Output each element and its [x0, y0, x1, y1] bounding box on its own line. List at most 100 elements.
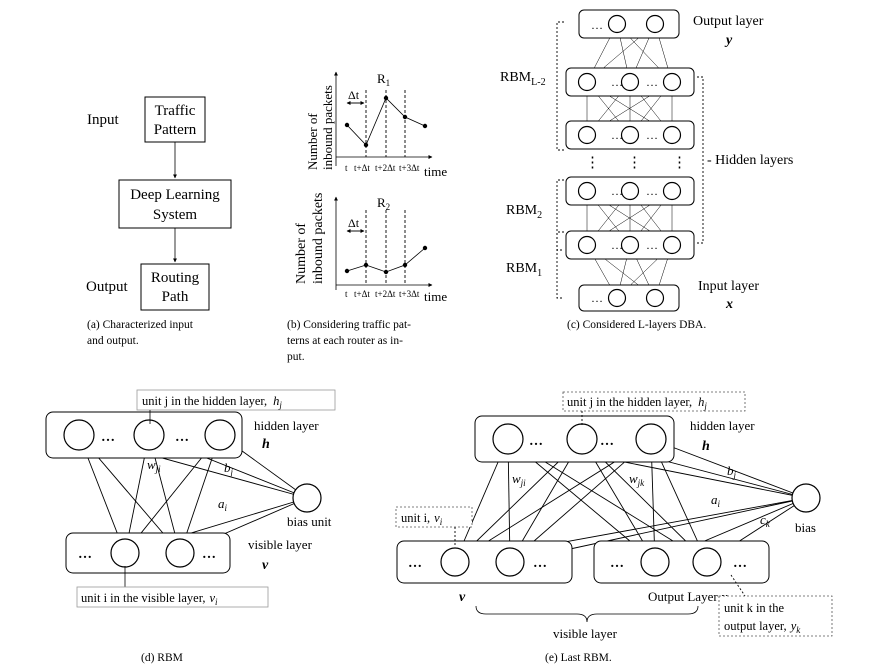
e-hidden-var: h	[702, 439, 710, 454]
d-a-label: ai	[218, 496, 228, 513]
panel-b: Number of inbound packets Δt R1 t t+Δt t…	[287, 71, 447, 363]
b1-router-label: R1	[377, 71, 390, 88]
e-output-layer-label: Output Layery	[648, 589, 728, 604]
routing-path-line2: Path	[162, 289, 189, 305]
panel-a: Input Traffic Pattern Deep Learning Syst…	[86, 96, 232, 347]
c-bracket-rbm-top	[556, 21, 564, 151]
d-hidden-unit-0	[63, 419, 95, 451]
c-dots-h2: …	[611, 128, 623, 142]
c-unit-h1-2	[662, 72, 682, 92]
c-output-layer-label: Output layer	[693, 14, 764, 29]
panel-e: … … … … … … unit j in the hidden layer,h…	[395, 391, 833, 664]
e-a-label: ai	[711, 492, 721, 509]
e-bias-label: bias	[795, 520, 816, 535]
b2-point-5	[422, 245, 428, 251]
c-unit-h1-0	[577, 72, 597, 92]
b1-point-2	[363, 142, 369, 148]
e-visible-unit-0	[440, 547, 470, 577]
c-unit-out-0	[607, 14, 627, 34]
c-unit-in-1	[645, 288, 665, 308]
caption-a-1: (a) Characterized input	[87, 319, 194, 331]
c-unit-h3-2	[662, 181, 682, 201]
d-bias-label: bias unit	[287, 514, 332, 529]
e-unit-k-text-1: unit k in the	[724, 601, 785, 615]
c-vdots-1: ⋮	[585, 155, 600, 171]
b2-ylabel-line1: Number of	[294, 223, 309, 284]
b1-point-4	[402, 114, 408, 120]
d-hidden-unit-1	[133, 419, 165, 451]
c-unit-out-1	[645, 14, 665, 34]
b2-tick-4: t+3Δt	[399, 289, 420, 299]
b1-xlabel: time	[424, 164, 447, 179]
routing-path-line1: Routing	[151, 270, 200, 286]
b1-tick-1: t	[345, 163, 348, 173]
e-y-dots-2: …	[733, 556, 747, 571]
c-vdots-2: ⋮	[627, 155, 642, 171]
e-hidden-unit-1	[566, 423, 598, 455]
b1-tick-4: t+3Δt	[399, 163, 420, 173]
e-wji-label: wji	[512, 471, 526, 488]
b1-point-3	[383, 95, 389, 101]
c-unit-h4-2	[662, 235, 682, 255]
c-hidden-layers-label: - Hidden layers	[707, 153, 793, 168]
c-output-var: y	[724, 33, 733, 48]
c-rbm2-label: RBM2	[506, 203, 542, 221]
c-dots-out: …	[591, 18, 603, 32]
c-dots-h4: …	[611, 238, 623, 252]
e-visible-v-box	[396, 540, 573, 584]
c-input-layer-label: Input layer	[698, 279, 759, 294]
b2-ylabel-line2: inbound packets	[311, 193, 326, 284]
d-hidden-callout-box	[136, 389, 336, 411]
e-b-label: bj	[727, 463, 737, 480]
b2-point-2	[363, 262, 369, 268]
b2-delta-label: Δt	[348, 216, 360, 230]
c-unit-h1-1	[620, 72, 640, 92]
b2-xlabel: time	[424, 289, 447, 304]
e-visible-brace	[475, 605, 699, 623]
caption-b-3: put.	[287, 351, 305, 363]
d-hidden-unit-2	[204, 419, 236, 451]
b2-tick-1: t	[345, 289, 348, 299]
d-visible-dots-2: …	[202, 547, 216, 562]
traffic-pattern-line2: Pattern	[154, 122, 197, 138]
e-unit-i-callout-text: unit i,vi	[401, 511, 443, 527]
c-unit-h4-1	[620, 235, 640, 255]
c-bracket-rbm1	[556, 231, 564, 299]
c-dots-h1b: …	[646, 75, 658, 89]
d-units	[63, 419, 236, 568]
b1-tick-3: t+2Δt	[375, 163, 396, 173]
e-visible-unit-1	[495, 547, 525, 577]
e-hidden-dots-2: …	[600, 434, 614, 449]
d-hidden-var: h	[262, 437, 270, 452]
input-label: Input	[87, 112, 119, 128]
c-bracket-hidden	[697, 76, 704, 244]
b2-point-4	[402, 262, 408, 268]
c-unit-h2-0	[577, 125, 597, 145]
d-visible-callout-text: unit i in the visible layer,vi	[81, 591, 218, 607]
c-unit-h3-1	[620, 181, 640, 201]
c-bracket-rbm2	[556, 179, 564, 251]
caption-b-1: (b) Considering traffic pat-	[287, 319, 411, 331]
b1-delta-label: Δt	[348, 88, 360, 102]
e-unit-i-callout-box	[395, 506, 473, 528]
c-rbm-top-label: RBML-2	[500, 70, 546, 88]
c-rbm1-label: RBM1	[506, 261, 542, 279]
e-hidden-dots-1: …	[529, 434, 543, 449]
b1-ylabel-line1: Number of	[305, 113, 320, 170]
d-hidden-dots-2: …	[175, 430, 189, 445]
b2-router-label: R2	[377, 195, 390, 212]
d-visible-layer-label: visible layer	[248, 537, 313, 552]
c-dots-h1: …	[611, 75, 623, 89]
b1-ylabel-line2: inbound packets	[320, 85, 335, 170]
deep-learning-box	[118, 179, 232, 229]
e-unit-k-callout-box	[718, 595, 833, 637]
e-bias-edge-h-2	[650, 438, 807, 499]
e-wjk-label: wjk	[629, 471, 645, 488]
traffic-pattern-box	[144, 96, 206, 143]
d-bias-unit	[292, 483, 322, 513]
caption-d: (d) RBM	[141, 652, 183, 664]
e-bias-unit	[791, 483, 821, 513]
c-unit-h3-0	[577, 181, 597, 201]
c-input-var: x	[725, 297, 733, 312]
d-hidden-dots-1: …	[101, 430, 115, 445]
